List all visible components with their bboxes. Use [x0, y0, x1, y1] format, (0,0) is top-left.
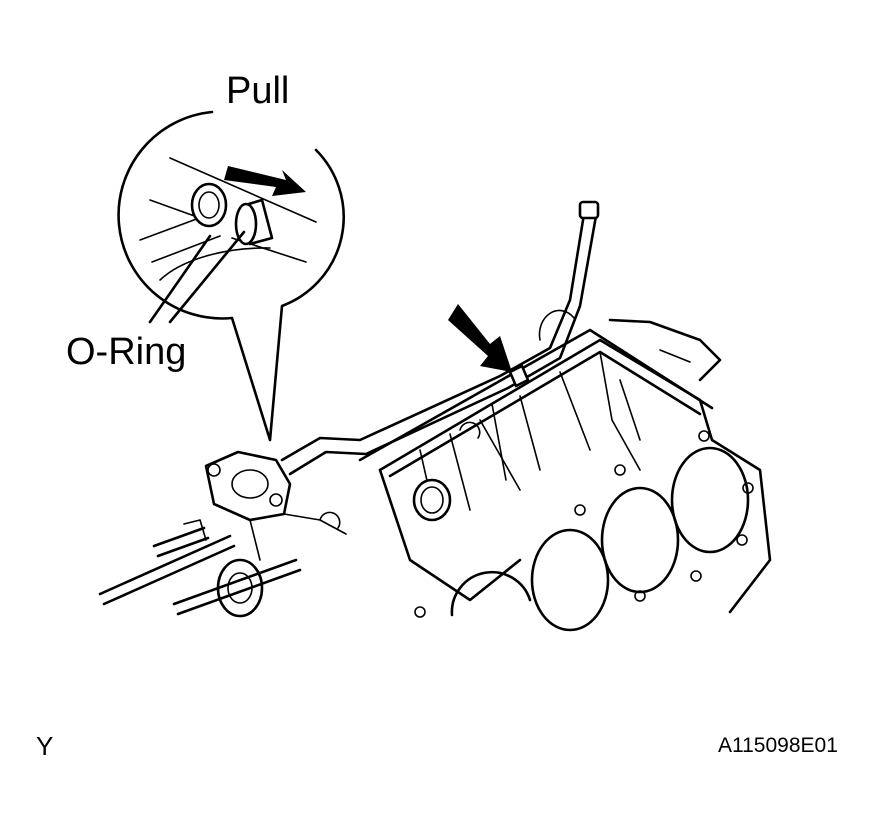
engine-block: [358, 318, 772, 632]
detail-inset: [117, 110, 345, 442]
insert-position-arrow: [448, 304, 512, 372]
bypass-pipe: [280, 200, 600, 476]
pull-direction-arrow: [224, 166, 306, 196]
front-housing: [98, 450, 347, 618]
o-ring-label: O-Ring: [66, 331, 187, 373]
figure-code: A115098E01: [718, 734, 838, 757]
view-letter: Y: [36, 731, 54, 761]
pipe-open-end: [190, 182, 228, 228]
pull-label: Pull: [226, 70, 290, 112]
